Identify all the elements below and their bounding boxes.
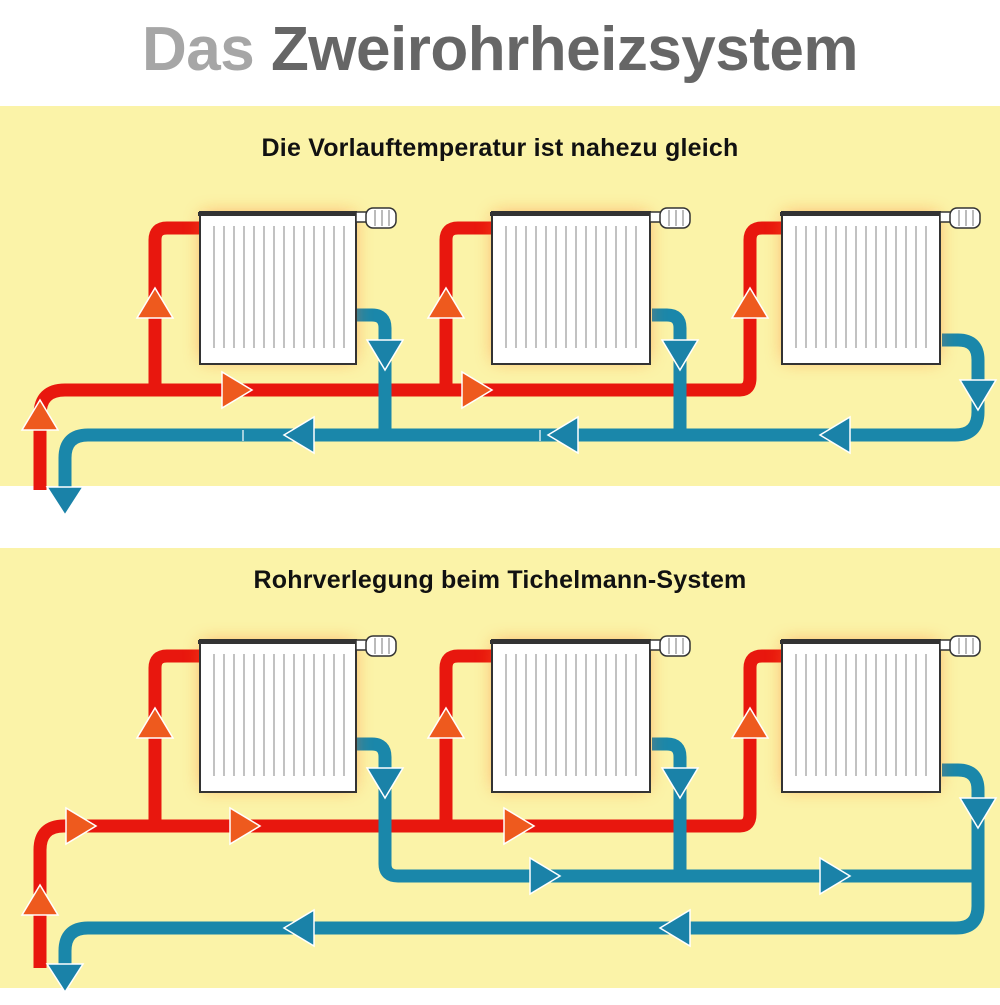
flow-arrow-icon bbox=[20, 883, 60, 916]
thermostat-valve-icon bbox=[649, 207, 691, 229]
flow-arrow-icon bbox=[546, 415, 579, 455]
flow-arrow-icon bbox=[135, 286, 175, 319]
flow-arrow-icon bbox=[426, 706, 466, 739]
page-title-prefix: Das bbox=[141, 15, 255, 84]
flow-arrow-icon bbox=[730, 706, 770, 739]
flow-arrow-icon bbox=[365, 339, 405, 372]
radiator-top-3 bbox=[780, 207, 981, 365]
radiator-fins bbox=[795, 226, 927, 348]
diagram-two-pipe bbox=[20, 207, 998, 517]
flow-arrow-icon bbox=[135, 706, 175, 739]
flow-arrow-icon bbox=[958, 797, 998, 830]
flow-arrow-icon bbox=[45, 963, 85, 994]
radiator-icon bbox=[781, 211, 941, 365]
page-title-main: Zweirohrheizsystem bbox=[270, 15, 859, 84]
thermostat-valve-icon bbox=[355, 635, 397, 657]
flow-arrow-icon bbox=[529, 856, 562, 896]
radiator-fins bbox=[795, 654, 927, 776]
radiator-fins bbox=[505, 226, 637, 348]
supply-pipes-bottom bbox=[33, 649, 788, 968]
flow-arrow-icon bbox=[660, 767, 700, 800]
return-pipes-top bbox=[58, 308, 985, 495]
return-pipe-joints-top bbox=[242, 430, 541, 441]
thermostat-valve-icon bbox=[649, 635, 691, 657]
flow-arrow-icon bbox=[461, 370, 494, 410]
return-arrows-top bbox=[45, 339, 998, 517]
section-title-tichelmann: Rohrverlegung beim Tichelmann-System bbox=[253, 566, 747, 594]
radiator-bottom-3 bbox=[780, 635, 981, 793]
supply-arrows-bottom bbox=[20, 706, 770, 916]
radiator-bottom-1 bbox=[198, 635, 397, 793]
thermostat-valve-icon bbox=[939, 635, 981, 657]
radiator-top-1 bbox=[198, 207, 397, 365]
flow-arrow-icon bbox=[45, 486, 85, 517]
flow-arrow-icon bbox=[660, 339, 700, 372]
radiator-icon bbox=[781, 639, 941, 793]
page-title: Das Zweirohrheizsystem bbox=[0, 14, 1000, 86]
radiator-fins bbox=[213, 226, 345, 348]
radiator-top-2 bbox=[490, 207, 691, 365]
flow-arrow-icon bbox=[282, 415, 315, 455]
radiator-icon bbox=[491, 639, 651, 793]
flow-arrow-icon bbox=[282, 908, 315, 948]
flow-arrow-icon bbox=[730, 286, 770, 319]
radiator-icon bbox=[491, 211, 651, 365]
thermostat-valve-icon bbox=[355, 207, 397, 229]
return-arrows-bottom bbox=[45, 767, 998, 994]
radiator-icon bbox=[199, 639, 357, 793]
radiator-fins bbox=[213, 654, 345, 776]
return-pipes-bottom bbox=[58, 737, 985, 972]
supply-pipes-top bbox=[33, 221, 788, 490]
supply-arrows-top bbox=[20, 286, 770, 431]
flow-arrow-icon bbox=[958, 379, 998, 412]
thermostat-valve-icon bbox=[939, 207, 981, 229]
flow-arrow-icon bbox=[365, 767, 405, 800]
flow-arrow-icon bbox=[221, 370, 254, 410]
flow-arrow-icon bbox=[503, 806, 536, 846]
radiator-bottom-2 bbox=[490, 635, 691, 793]
flow-arrow-icon bbox=[819, 856, 852, 896]
flow-arrow-icon bbox=[229, 806, 262, 846]
diagram-tichelmann bbox=[20, 635, 998, 994]
flow-arrow-icon bbox=[818, 415, 851, 455]
flow-arrow-icon bbox=[658, 908, 691, 948]
radiator-icon bbox=[199, 211, 357, 365]
section-title-two-pipe: Die Vorlauftemperatur ist nahezu gleich bbox=[261, 134, 739, 162]
flow-arrow-icon bbox=[20, 398, 60, 431]
flow-arrow-icon bbox=[426, 286, 466, 319]
radiator-fins bbox=[505, 654, 637, 776]
flow-arrow-icon bbox=[65, 806, 98, 846]
